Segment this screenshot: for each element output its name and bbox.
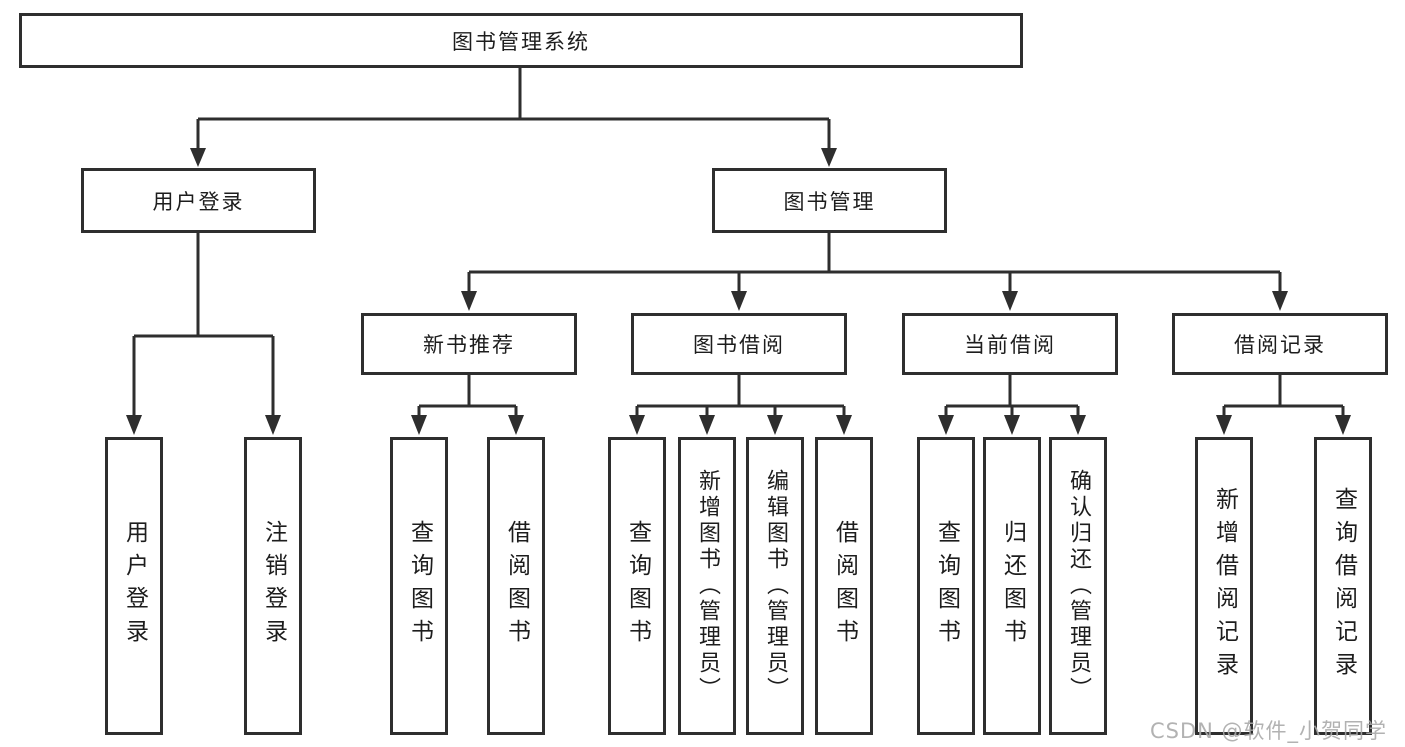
leaf-borrow-books-recommend-label: 借阅图书 bbox=[503, 520, 530, 652]
leaf-edit-book-admin-label: 编辑图书（管理员） bbox=[763, 469, 788, 703]
node-current-borrow-label: 当前借阅 bbox=[964, 333, 1056, 357]
connector-borrow-records-children bbox=[1216, 375, 1351, 435]
node-current-borrow: 当前借阅 bbox=[902, 313, 1118, 375]
connector-root-to-level2 bbox=[190, 68, 837, 167]
leaf-query-books-current: 查询图书 bbox=[917, 437, 975, 735]
leaf-borrow-books-recommend: 借阅图书 bbox=[487, 437, 545, 735]
leaf-edit-book-admin: 编辑图书（管理员） bbox=[746, 437, 804, 735]
node-book-management: 图书管理 bbox=[712, 168, 947, 233]
leaf-user-login-label: 用户登录 bbox=[121, 520, 148, 652]
connector-user-login-children bbox=[126, 233, 281, 435]
leaf-query-books-recommend: 查询图书 bbox=[390, 437, 448, 735]
node-book-borrow-label: 图书借阅 bbox=[693, 333, 785, 357]
node-new-book-recommend-label: 新书推荐 bbox=[423, 333, 515, 357]
leaf-return-book: 归还图书 bbox=[983, 437, 1041, 735]
leaf-return-book-label: 归还图书 bbox=[999, 520, 1026, 652]
leaf-user-login: 用户登录 bbox=[105, 437, 163, 735]
node-new-book-recommend: 新书推荐 bbox=[361, 313, 577, 375]
connector-book-management-children bbox=[461, 233, 1288, 311]
leaf-add-book-admin-label: 新增图书（管理员） bbox=[695, 469, 720, 703]
leaf-query-books-recommend-label: 查询图书 bbox=[406, 520, 433, 652]
leaf-confirm-return-admin-label: 确认归还（管理员） bbox=[1066, 469, 1091, 703]
node-library-system: 图书管理系统 bbox=[19, 13, 1023, 68]
leaf-borrow-books-label: 借阅图书 bbox=[831, 520, 858, 652]
leaf-add-borrow-record: 新增借阅记录 bbox=[1195, 437, 1253, 735]
leaf-query-borrow-record: 查询借阅记录 bbox=[1314, 437, 1372, 735]
connector-new-book-recommend-children bbox=[411, 375, 524, 435]
node-borrow-records-label: 借阅记录 bbox=[1234, 333, 1326, 357]
leaf-borrow-books: 借阅图书 bbox=[815, 437, 873, 735]
node-user-login-label: 用户登录 bbox=[152, 189, 245, 214]
leaf-query-books-borrow-label: 查询图书 bbox=[624, 520, 651, 652]
leaf-add-borrow-record-label: 新增借阅记录 bbox=[1211, 487, 1238, 685]
node-user-login: 用户登录 bbox=[81, 168, 316, 233]
leaf-logout-label: 注销登录 bbox=[260, 520, 287, 652]
node-borrow-records: 借阅记录 bbox=[1172, 313, 1388, 375]
leaf-query-books-borrow: 查询图书 bbox=[608, 437, 666, 735]
node-book-borrow: 图书借阅 bbox=[631, 313, 847, 375]
leaf-query-borrow-record-label: 查询借阅记录 bbox=[1330, 487, 1357, 685]
leaf-logout: 注销登录 bbox=[244, 437, 302, 735]
leaf-query-books-current-label: 查询图书 bbox=[933, 520, 960, 652]
node-book-management-label: 图书管理 bbox=[783, 189, 876, 214]
connector-current-borrow-children bbox=[938, 375, 1086, 435]
leaf-confirm-return-admin: 确认归还（管理员） bbox=[1049, 437, 1107, 735]
node-library-system-label: 图书管理系统 bbox=[452, 29, 590, 54]
leaf-add-book-admin: 新增图书（管理员） bbox=[678, 437, 736, 735]
csdn-watermark: CSDN @软件_小贺同学 bbox=[1150, 719, 1388, 743]
connector-book-borrow-children bbox=[629, 375, 852, 435]
